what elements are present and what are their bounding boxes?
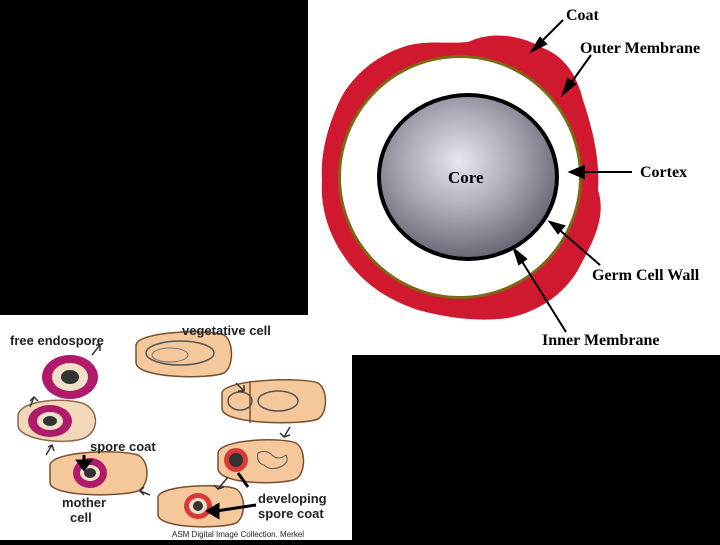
spore-coat-label: spore coat [90, 439, 156, 454]
free-endospore-label: free endospore [10, 333, 104, 348]
coat-label: Coat [566, 7, 600, 24]
label-arrows [511, 19, 632, 333]
vegetative-cell [135, 331, 233, 378]
spore-structure-diagram: Core Coat Outer Membrane Cortex Germ Cel… [308, 0, 720, 355]
sporulation-cycle-svg: free endospore vegetative cell spore coa… [10, 323, 327, 539]
inner-membrane-label: Inner Membrane [542, 332, 659, 349]
developing-spore-cell [157, 485, 245, 528]
mother-cell-with-spore [49, 451, 148, 496]
image-credit: ASM Digital Image Collection. Merkel [172, 530, 304, 539]
pointer-arrows [75, 455, 257, 520]
sporulation-cycle-diagram: free endospore vegetative cell spore coa… [0, 315, 352, 540]
outer-membrane-label: Outer Membrane [580, 40, 700, 57]
released-spore-cell [17, 399, 97, 443]
free-endospore-cell [42, 355, 98, 399]
cortex-label: Cortex [640, 164, 687, 181]
spore-structure-svg: Core Coat Outer Membrane Cortex Germ Cel… [321, 7, 700, 349]
cycle-arrows [29, 344, 291, 496]
core [381, 97, 555, 257]
forespore-cell [217, 439, 305, 484]
dividing-cell [221, 379, 327, 424]
vegetative-cell-label: vegetative cell [182, 323, 271, 338]
germ-cell-wall-label: Germ Cell Wall [592, 267, 700, 284]
core-label: Core [448, 168, 484, 187]
